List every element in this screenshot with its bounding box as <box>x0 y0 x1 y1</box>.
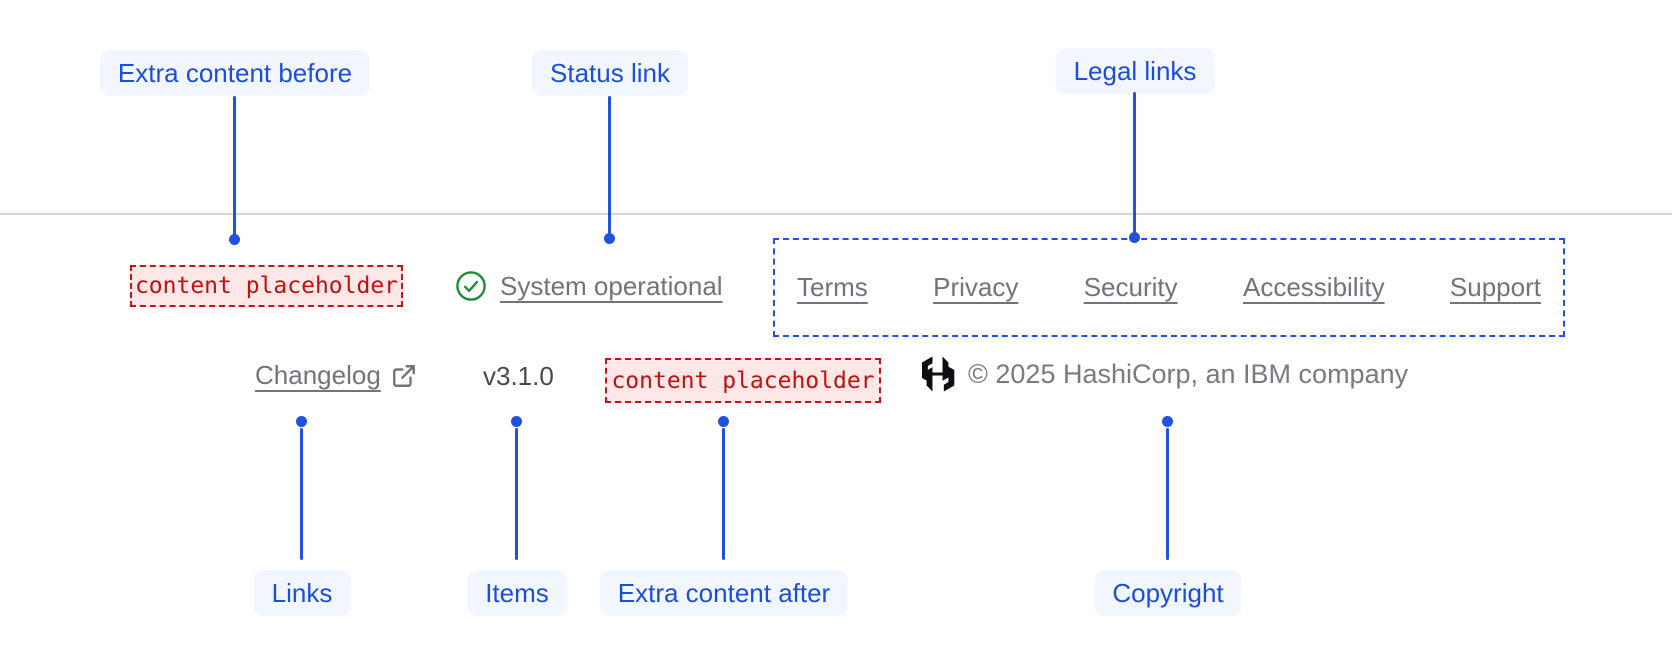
callout-line <box>1166 428 1169 560</box>
copyright-text: © 2025 HashiCorp, an IBM company <box>968 359 1409 389</box>
callout-line <box>300 428 303 560</box>
legal-link-security[interactable]: Security <box>1083 272 1178 302</box>
legal-link-support[interactable]: Support <box>1449 272 1541 302</box>
extra-content-after-placeholder: content placeholder <box>605 358 881 403</box>
callout-line <box>722 428 725 560</box>
changelog-link-label: Changelog <box>255 360 381 390</box>
legal-link-accessibility[interactable]: Accessibility <box>1242 272 1385 302</box>
callout-label-extra-content-before: Extra content before <box>99 50 371 96</box>
callout-dot <box>1129 232 1140 243</box>
callout-dot <box>1162 416 1173 427</box>
changelog-link[interactable]: Changelog <box>255 360 417 391</box>
callout-dot <box>511 416 522 427</box>
copyright-row: © 2025 HashiCorp, an IBM company <box>920 356 1408 392</box>
legal-link-privacy[interactable]: Privacy <box>933 272 1019 302</box>
callout-line <box>515 428 518 560</box>
callout-label-status-link: Status link <box>532 50 688 96</box>
footer-top-divider <box>0 213 1672 215</box>
callout-dot <box>604 233 615 244</box>
version-text: v3.1.0 <box>483 361 554 391</box>
check-circle-icon <box>455 270 487 302</box>
callout-line <box>1133 92 1136 233</box>
status-link-label: System operational <box>500 270 723 301</box>
hashicorp-logo-icon <box>920 356 955 392</box>
callout-dot <box>296 416 307 427</box>
legal-links-group: Terms Privacy Security Accessibility Sup… <box>773 238 1565 337</box>
callout-line <box>233 96 236 235</box>
callout-label-links: Links <box>253 570 351 616</box>
callout-label-items: Items <box>467 570 567 616</box>
callout-line <box>608 96 611 234</box>
status-link[interactable]: System operational <box>455 270 723 302</box>
callout-dot <box>229 234 240 245</box>
callout-label-legal-links: Legal links <box>1055 48 1215 94</box>
extra-content-before-placeholder: content placeholder <box>130 265 403 307</box>
callout-label-extra-content-after: Extra content after <box>599 570 849 616</box>
external-link-icon <box>391 363 417 389</box>
callout-dot <box>718 416 729 427</box>
legal-link-terms[interactable]: Terms <box>797 272 868 302</box>
callout-label-copyright: Copyright <box>1094 570 1242 616</box>
